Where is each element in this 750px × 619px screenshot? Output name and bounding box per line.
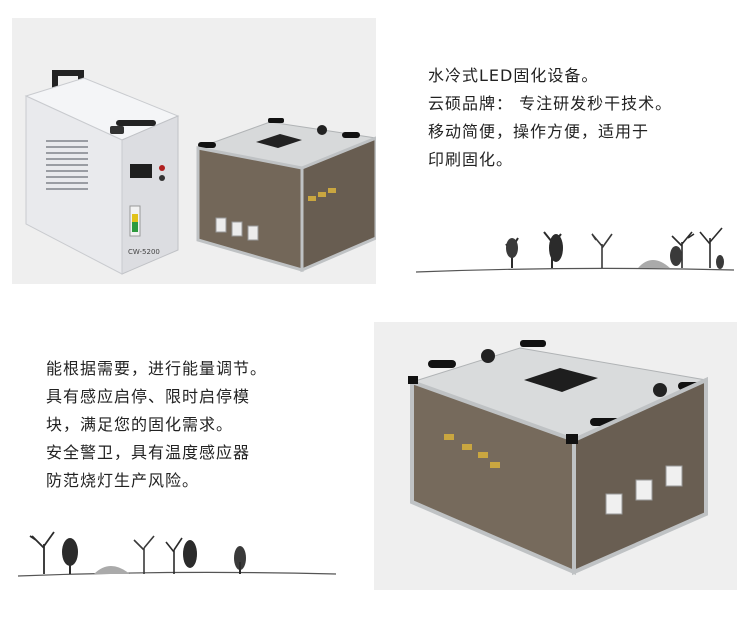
curing-box-illustration bbox=[408, 340, 708, 576]
text-line: 移动简便，操作方便，适用于 bbox=[428, 122, 650, 141]
text-line: 防范烧灯生产风险。 bbox=[46, 471, 200, 490]
chiller-model-label: CW-5200 bbox=[128, 248, 160, 256]
text-line: 块，满足您的固化需求。 bbox=[46, 415, 234, 434]
feature-text-top: 水冷式LED固化设备。 云硕品牌： 专注研发秒干技术。 移动简便，操作方便，适用… bbox=[428, 62, 738, 174]
product-photo-bottom bbox=[374, 322, 737, 590]
text-line: 具有感应启停、限时启停模 bbox=[46, 387, 251, 406]
ink-landscape-decoration bbox=[412, 212, 738, 278]
text-line: 云硕品牌： 专注研发秒干技术。 bbox=[428, 94, 673, 113]
product-photo-top: CW-5200 bbox=[12, 18, 376, 284]
ink-landscape-decoration bbox=[14, 518, 340, 584]
text-line: 印刷固化。 bbox=[428, 150, 514, 169]
text-line: 水冷式LED固化设备。 bbox=[428, 66, 599, 85]
feature-text-bottom: 能根据需要，进行能量调节。 具有感应启停、限时启停模 块，满足您的固化需求。 安… bbox=[46, 355, 346, 495]
led-curing-box bbox=[196, 118, 376, 273]
chiller-and-box-illustration: CW-5200 bbox=[24, 70, 376, 275]
ink-trees-icon bbox=[415, 227, 735, 273]
water-chiller-unit: CW-5200 bbox=[24, 70, 180, 275]
ink-trees-icon bbox=[17, 531, 337, 577]
text-line: 安全警卫，具有温度感应器 bbox=[46, 443, 251, 462]
text-line: 能根据需要，进行能量调节。 bbox=[46, 359, 268, 378]
led-curing-box-closeup bbox=[408, 340, 708, 576]
